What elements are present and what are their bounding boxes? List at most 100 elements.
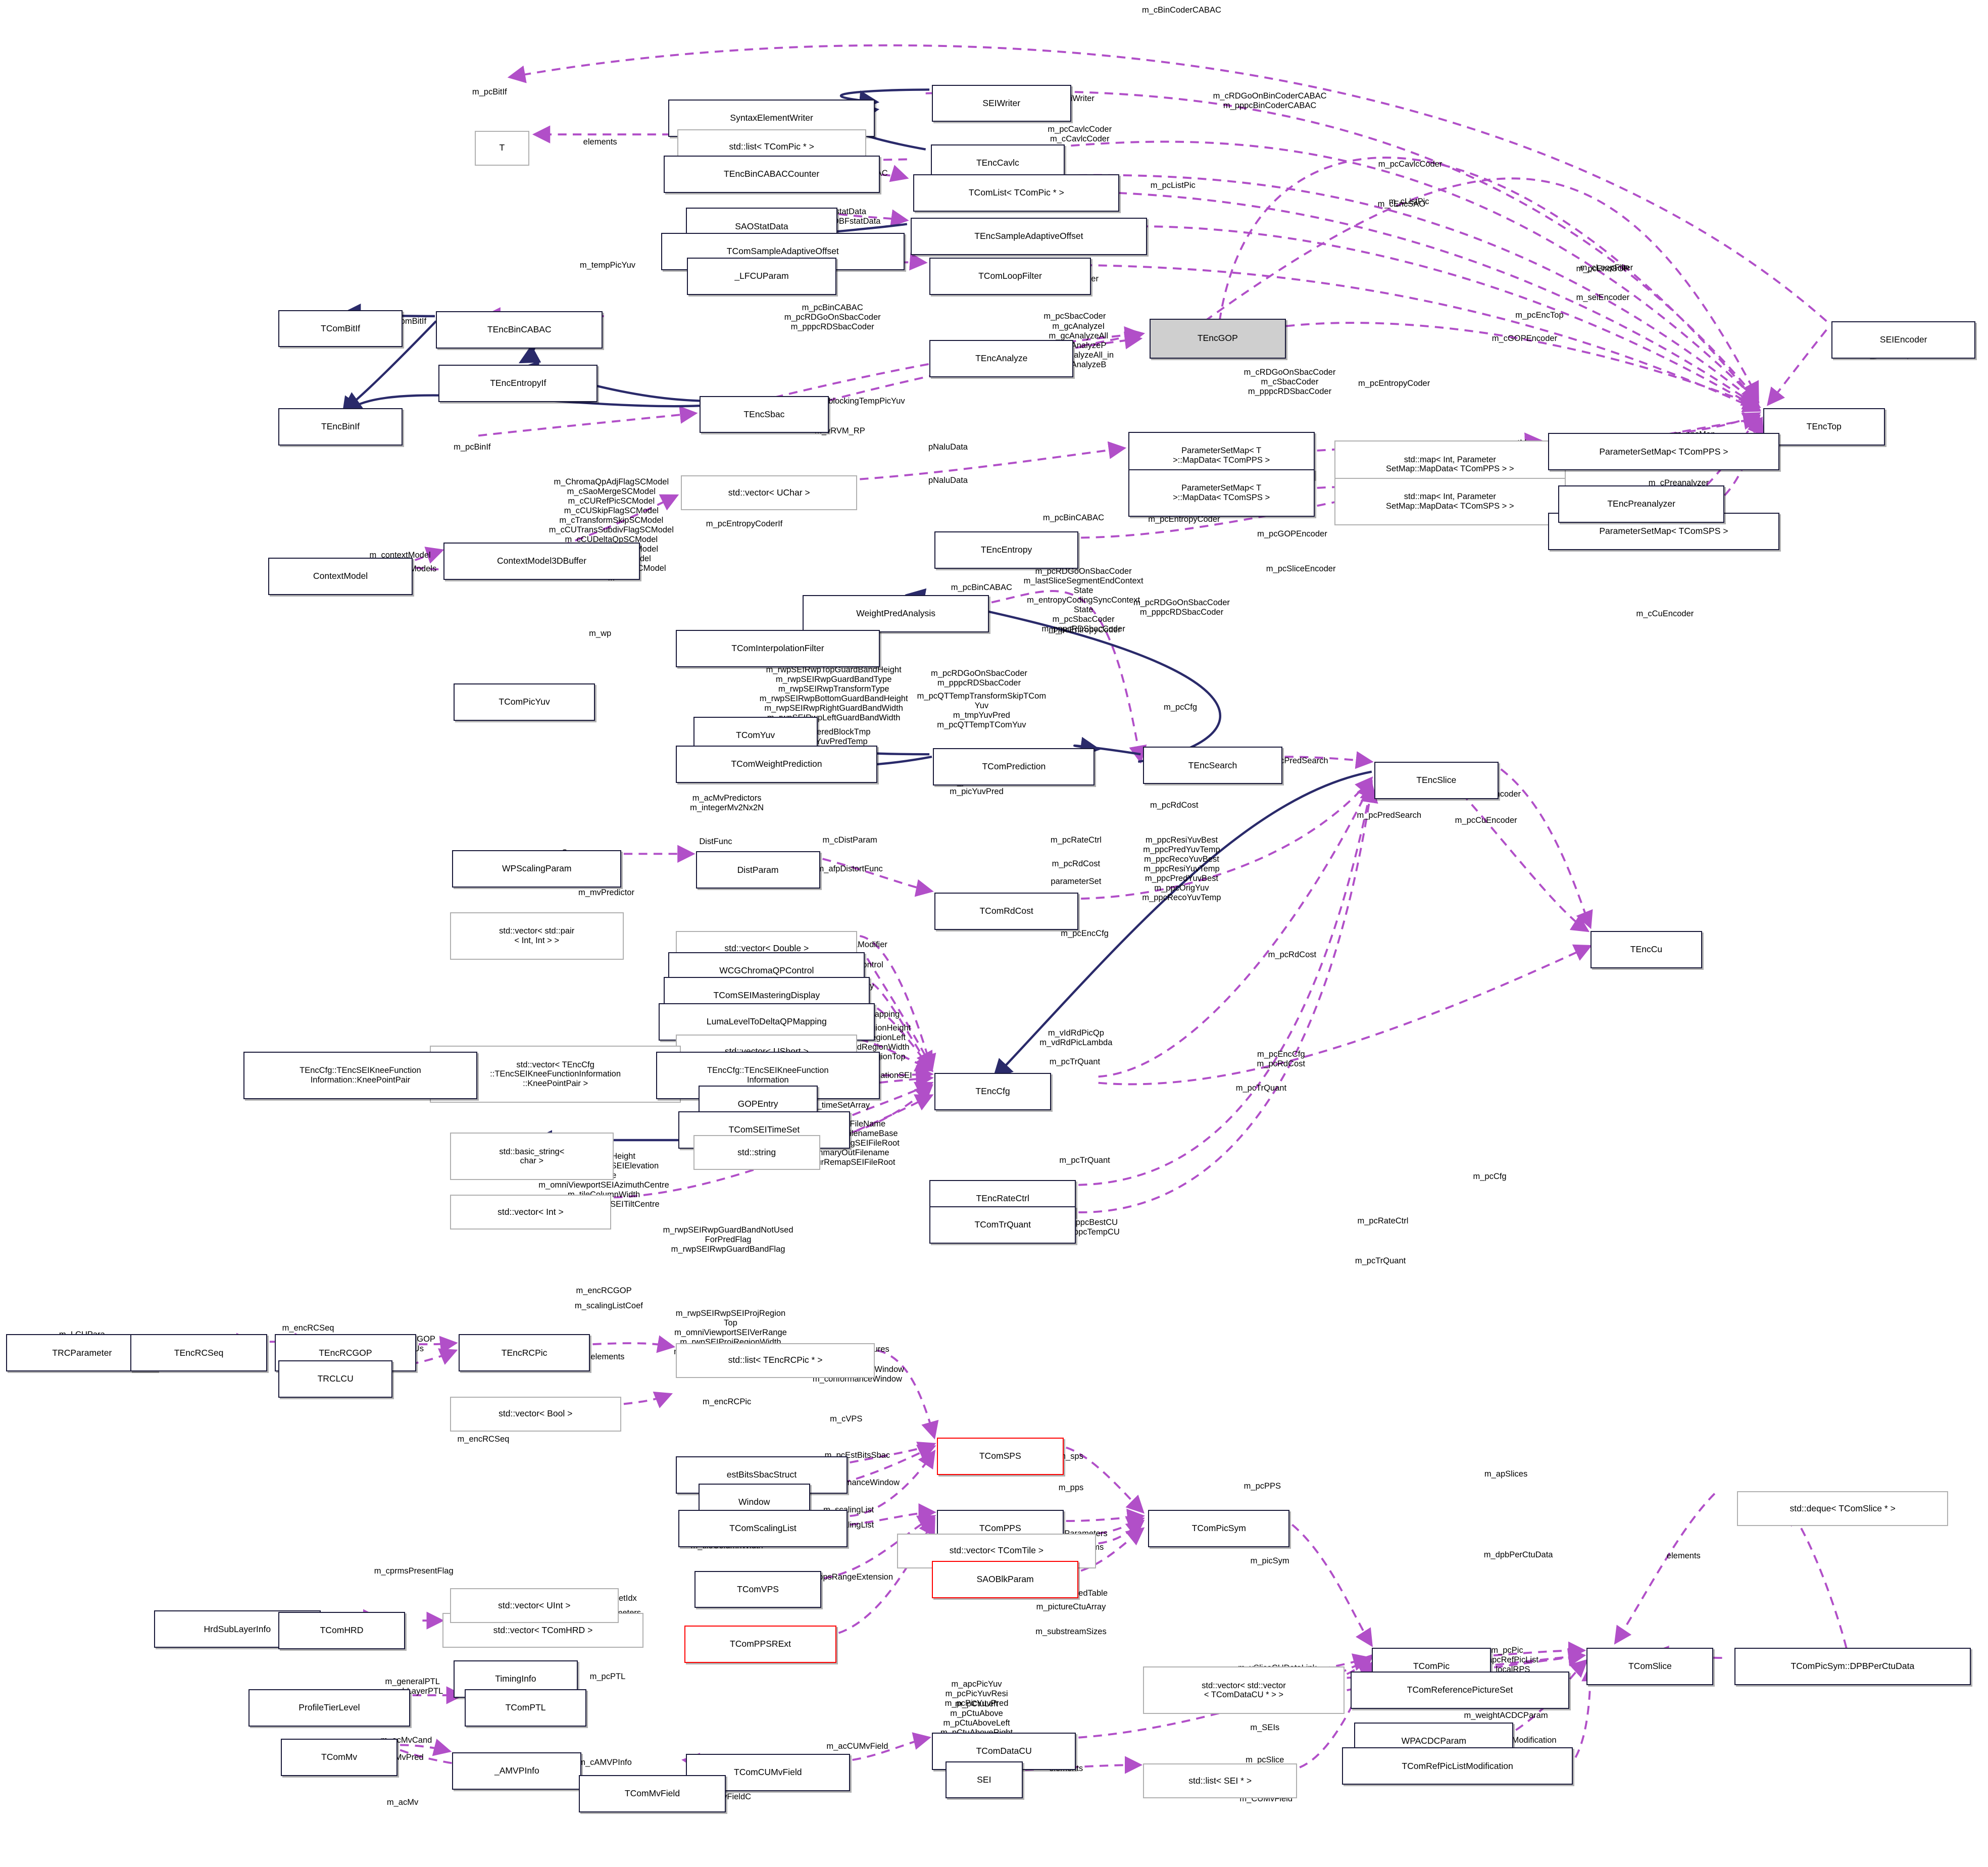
class-node[interactable]: TComRdCost <box>934 892 1079 930</box>
edge-label: m_encRCSeq <box>282 1323 334 1333</box>
edge-label: m_pcCuEncoder <box>1455 815 1517 825</box>
edge-label: m_cEncSAO <box>1377 199 1426 209</box>
class-node[interactable]: WPScalingParam <box>452 850 621 888</box>
class-node[interactable]: WeightPredAnalysis <box>803 595 989 632</box>
edge-label: m_pcSbacCoder <box>1043 311 1106 321</box>
class-node[interactable]: TEncBinCABACCounter <box>663 156 880 193</box>
class-node[interactable]: TEncCu <box>1590 931 1703 968</box>
class-node[interactable]: TComLoopFilter <box>929 258 1091 295</box>
class-node[interactable]: TComBitIf <box>278 310 403 348</box>
class-node[interactable]: ProfileTierLevel <box>249 1689 410 1727</box>
class-node[interactable]: TEncSlice <box>1374 761 1499 799</box>
class-node[interactable]: TEncSampleAdaptiveOffset <box>911 218 1147 256</box>
edge-label: m_pcSliceEncoder <box>1266 564 1336 574</box>
class-node[interactable]: ParameterSetMap< TComPPS > <box>1548 433 1779 471</box>
class-node[interactable]: TComPPSRExt <box>684 1625 836 1663</box>
class-node[interactable]: std::string <box>693 1135 820 1170</box>
edge-label: m_wp <box>589 628 612 638</box>
class-node[interactable]: TComVPS <box>694 1570 822 1608</box>
class-node[interactable]: std::vector< Int > <box>450 1195 612 1230</box>
class-node[interactable]: SEIEncoder <box>1831 321 1976 359</box>
edge-label: m_tempPicYuv <box>579 260 636 270</box>
class-node[interactable]: T <box>474 130 529 166</box>
class-node[interactable]: DistParam <box>695 851 820 889</box>
class-node[interactable]: SAOBlkParam <box>932 1560 1079 1598</box>
class-node[interactable]: std::vector< std::vector < TComDataCU * … <box>1143 1666 1345 1714</box>
edge-label: m_cListPic <box>1388 196 1429 207</box>
class-node[interactable]: TEncEntropy <box>934 531 1079 569</box>
class-node[interactable]: SEI <box>946 1761 1023 1799</box>
edge-label: m_pcRateCtrl <box>1050 835 1102 845</box>
edge-label: m_apSlices <box>1484 1468 1528 1479</box>
class-node[interactable]: TComPTL <box>465 1689 587 1727</box>
class-node[interactable]: TComSlice <box>1586 1648 1714 1686</box>
class-node[interactable]: std::vector< Bool > <box>450 1396 621 1432</box>
class-node[interactable]: TComScalingList <box>678 1509 848 1547</box>
class-node[interactable]: _AMVPInfo <box>452 1752 582 1790</box>
edge-label: m_pcRdCost <box>1268 950 1317 960</box>
class-node[interactable]: std::deque< TComSlice * > <box>1737 1491 1949 1526</box>
edge-label: m_pcBitIf <box>472 87 507 97</box>
class-node[interactable]: TComPrediction <box>933 748 1095 785</box>
class-node[interactable]: ContextModel <box>268 557 413 595</box>
edge-label: m_pcRdCost <box>1052 859 1101 869</box>
class-node[interactable]: _LFCUParam <box>687 258 836 295</box>
class-node[interactable]: TEncGOP <box>1149 318 1286 359</box>
class-node[interactable]: ParameterSetMap< T >::MapData< TComSPS > <box>1128 469 1315 517</box>
class-node[interactable]: TComRefPicListModification <box>1341 1747 1573 1785</box>
edge-label: m_pcRateCtrl <box>1357 1216 1409 1226</box>
class-node[interactable]: TComMvField <box>579 1775 726 1812</box>
class-node[interactable]: std::list< SEI * > <box>1143 1763 1298 1799</box>
class-node[interactable]: SEIWriter <box>932 84 1071 122</box>
class-node[interactable]: TEncCfg <box>934 1072 1052 1110</box>
class-node[interactable]: TRCLCU <box>278 1360 393 1398</box>
edge-label: m_pcTrQuant <box>1059 1155 1110 1165</box>
class-node[interactable]: TComPicSym::DPBPerCtuData <box>1734 1648 1971 1686</box>
class-node[interactable]: std::map< Int, Parameter SetMap::MapData… <box>1334 478 1566 525</box>
edge-label: m_acMv <box>386 1797 419 1807</box>
class-node[interactable]: TEncTop <box>1763 408 1885 446</box>
class-node[interactable]: TComPicSym <box>1148 1509 1290 1547</box>
class-node[interactable]: TEncRCPic <box>458 1334 590 1372</box>
edge-label: m_pcPTL <box>589 1672 626 1682</box>
edge-label: m_pcEncGOP <box>1576 264 1630 274</box>
class-node[interactable]: TEncBinIf <box>278 408 403 446</box>
edge-label: m_pcBinCABAC <box>1042 513 1105 523</box>
edge-label: m_pcEncCfg <box>1061 928 1109 939</box>
edge-label: m_pcRdCost <box>1150 800 1199 810</box>
class-node[interactable]: TEncRCSeq <box>130 1334 267 1372</box>
class-node[interactable]: TEncBinCABAC <box>436 311 603 349</box>
class-node[interactable]: TEncAnalyze <box>929 339 1074 377</box>
class-node[interactable]: ContextModel3DBuffer <box>443 543 640 580</box>
edge-label: m_cPreanalyzer <box>1648 478 1709 488</box>
class-node[interactable]: std::vector< std::pair < Int, Int > > <box>450 912 624 960</box>
class-node[interactable]: TComInterpolationFilter <box>676 629 880 667</box>
class-node[interactable]: TComHRD <box>278 1611 405 1649</box>
class-node[interactable]: TComPicYuv <box>453 683 595 721</box>
edge-label: elements <box>590 1351 625 1361</box>
edge-label: m_contextModel <box>369 550 431 560</box>
class-node[interactable]: TComMv <box>280 1739 398 1777</box>
class-node[interactable]: TComWeightPrediction <box>676 745 877 783</box>
class-node[interactable]: TEncPreanalyzer <box>1558 485 1725 523</box>
edge-label: m_cLoopFilter <box>1580 262 1633 272</box>
class-node[interactable]: TEncSearch <box>1143 747 1282 784</box>
edge-label: m_apcPicYuv m_pcPicYuvResi m_pcPicYuvPre… <box>945 1679 1009 1708</box>
class-node[interactable]: TEncSbac <box>699 396 829 433</box>
class-node[interactable]: TEncCfg::TEncSEIKneeFunction Information… <box>243 1052 477 1099</box>
edge-label: elements <box>1666 1551 1701 1561</box>
class-node[interactable]: std::vector< UInt > <box>450 1588 619 1624</box>
class-node[interactable]: std::basic_string< char > <box>450 1133 614 1180</box>
class-node[interactable]: TEncEntropyIf <box>438 364 598 402</box>
edge-label: parameterSet <box>1051 876 1102 886</box>
class-node[interactable]: TComList< TComPic * > <box>913 174 1120 212</box>
class-node[interactable]: LumaLevelToDeltaQPMapping <box>658 1003 875 1041</box>
edge-label: m_cRDGoOnBinCoderCABAC m_pppcBinCoderCAB… <box>1213 90 1327 110</box>
class-node[interactable]: TComTrQuant <box>929 1206 1076 1244</box>
edge-label: m_pcCfg <box>1163 702 1198 712</box>
class-node[interactable]: std::vector< UChar > <box>681 475 858 511</box>
edge-label: m_cGOPEncoder <box>1492 333 1558 343</box>
class-node[interactable]: TComReferencePictureSet <box>1351 1672 1569 1709</box>
class-node[interactable]: TComSPS <box>936 1437 1064 1475</box>
class-node[interactable]: std::list< TEncRCPic * > <box>676 1343 875 1378</box>
